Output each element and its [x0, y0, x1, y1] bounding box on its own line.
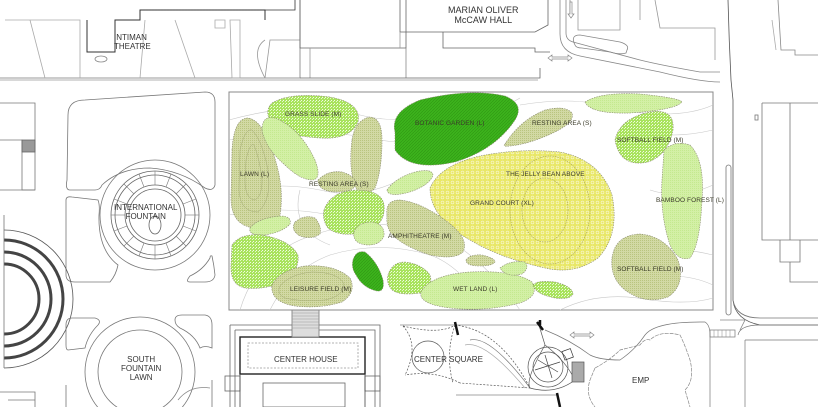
zone-light-diagonal[interactable] — [261, 117, 319, 181]
label-lawn: LAWN (L) — [240, 171, 270, 178]
right-side-buildings — [720, 102, 818, 331]
arrow-icon — [547, 54, 573, 62]
zone-softball-field-top[interactable] — [614, 111, 674, 164]
intl-fountain-line-1: INTERNATIONAL — [114, 203, 178, 212]
south-fountain-lawn-block — [65, 314, 213, 407]
label-wet-land: WET LAND (L) — [453, 286, 498, 293]
far-left-structures — [0, 102, 74, 407]
label-leisure-field: LEISURE FIELD (M) — [290, 286, 352, 293]
label-grand-court: GRAND COURT (XL) — [470, 200, 534, 207]
label-resting-area-left: RESTING AREA (S) — [309, 181, 369, 188]
intiman-line-2: THEATRE — [114, 42, 151, 52]
zone-softball-field-bottom[interactable] — [611, 233, 681, 301]
center-house-building — [224, 309, 381, 407]
label-amphitheatre: AMPHITHEATRE (M) — [388, 233, 452, 240]
label-resting-area-top: RESTING AREA (S) — [532, 120, 592, 127]
international-fountain-label[interactable]: INTERNATIONAL FOUNTAIN — [114, 203, 177, 221]
label-softball-field-top: SOFTBALL FIELD (M) — [617, 137, 684, 144]
center-house-label[interactable]: CENTER HOUSE — [274, 355, 338, 364]
mccaw-line-2: McCAW HALL — [454, 15, 513, 26]
sfl-line-1: SOUTH — [127, 355, 156, 364]
zone-light-small-left[interactable] — [249, 215, 291, 236]
label-grass-slide: GRASS SLIDE (M) — [285, 111, 342, 118]
zone-olive-tall[interactable] — [350, 116, 383, 193]
zone-light-edge[interactable] — [499, 261, 528, 276]
south-fountain-lawn-label[interactable]: SOUTH FOUNTAIN LAWN — [121, 355, 161, 383]
zone-olive-sliver[interactable] — [465, 254, 496, 267]
zone-olive-small[interactable] — [293, 216, 321, 238]
emp-label[interactable]: EMP — [632, 376, 650, 385]
zone-botanic-garden[interactable] — [393, 92, 519, 166]
mccaw-hall-label: MARIAN OLIVER McCAW HALL — [448, 5, 519, 26]
intiman-line-1: INTIMAN — [114, 33, 147, 42]
mccaw-line-1: MARIAN OLIVER — [448, 5, 519, 15]
intl-fountain-line-2: FOUNTAIN — [125, 212, 166, 222]
label-softball-field-bottom: SOFTBALL FIELD (M) — [617, 266, 684, 273]
zone-leisure-field[interactable] — [271, 265, 353, 308]
international-fountain-block — [65, 91, 216, 283]
zone-bamboo-forest[interactable] — [661, 143, 703, 259]
label-jelly-bean: THE JELLY BEAN ABOVE — [506, 171, 585, 178]
arrow-icon — [569, 331, 595, 339]
center-square-block — [400, 320, 818, 407]
zone-light-lawn-top[interactable] — [584, 93, 683, 114]
zone-resting-area-left[interactable] — [317, 171, 357, 193]
center-square-label[interactable]: CENTER SQUARE — [414, 355, 483, 364]
zone-amphitheatre[interactable] — [386, 199, 465, 258]
top-buildings — [0, 0, 818, 326]
sfl-line-3: LAWN — [129, 373, 153, 383]
arrow-icon — [567, 1, 575, 19]
intiman-theatre-label: INTIMAN THEATRE — [114, 33, 151, 51]
zone-bright-sliver[interactable] — [532, 281, 574, 299]
label-botanic-garden: BOTANIC GARDEN (L) — [415, 120, 485, 127]
zone-resting-area-top[interactable] — [503, 107, 573, 147]
zone-wet-land[interactable] — [420, 271, 535, 310]
zone-dark-green-small[interactable] — [352, 251, 384, 292]
label-bamboo-forest: BAMBOO FOREST (L) — [656, 197, 725, 204]
zone-light-round[interactable] — [353, 221, 385, 246]
zone-light-small[interactable] — [386, 170, 434, 195]
sfl-line-2: FOUNTAIN — [121, 364, 162, 374]
